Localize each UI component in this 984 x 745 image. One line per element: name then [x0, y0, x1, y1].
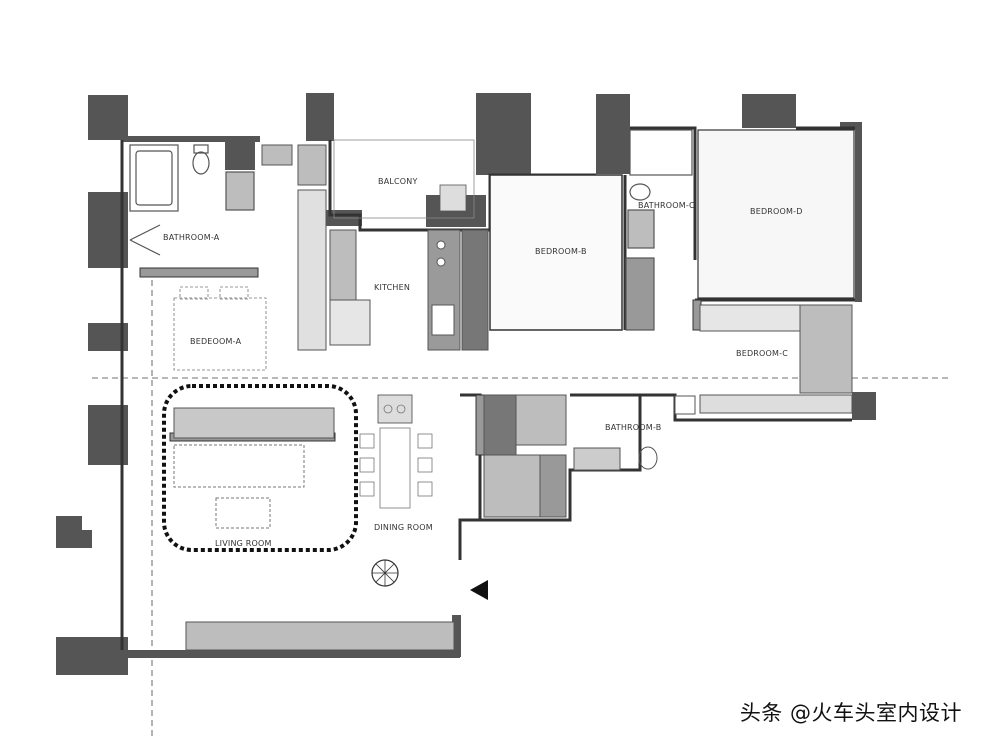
balcony-area — [333, 139, 475, 219]
bedroom-d-floor — [697, 129, 855, 299]
label-bathroom-b: BATHROOM-B — [605, 423, 661, 432]
bedroom-b-floor — [489, 174, 623, 331]
label-balcony: BALCONY — [378, 177, 418, 186]
label-bedroom-c: BEDROOM-C — [736, 349, 788, 358]
watermark: 头条 @火车头室内设计 — [739, 701, 962, 725]
label-bathroom-a: BATHROOM-A — [163, 233, 220, 242]
section-lines — [92, 270, 952, 740]
room-labels: BATHROOM-A BALCONY KITCHEN BEDROOM-B BAT… — [163, 177, 803, 548]
closet-blocks — [261, 144, 489, 351]
label-living-room: LIVING ROOM — [215, 539, 272, 548]
bathroom-c-fixtures — [625, 129, 693, 331]
bedroom-c-fixtures — [674, 304, 853, 415]
label-kitchen: KITCHEN — [374, 283, 410, 292]
label-dining-room: DINING ROOM — [374, 523, 433, 532]
label-bedroom-d: BEDROOM-D — [750, 207, 803, 216]
dining-furniture — [359, 394, 433, 587]
label-bathroom-c: BATHROOM-C — [638, 201, 695, 210]
bathroom-b-fixtures — [483, 394, 658, 518]
entry-arrow-icon — [470, 580, 488, 600]
living-room-furniture — [162, 384, 455, 651]
label-bedroom-a: BEDEOOM-A — [190, 337, 242, 346]
label-bedroom-b: BEDROOM-B — [535, 247, 587, 256]
bedroom-a-bed — [173, 286, 267, 371]
bathroom-a-fixtures — [129, 144, 255, 256]
